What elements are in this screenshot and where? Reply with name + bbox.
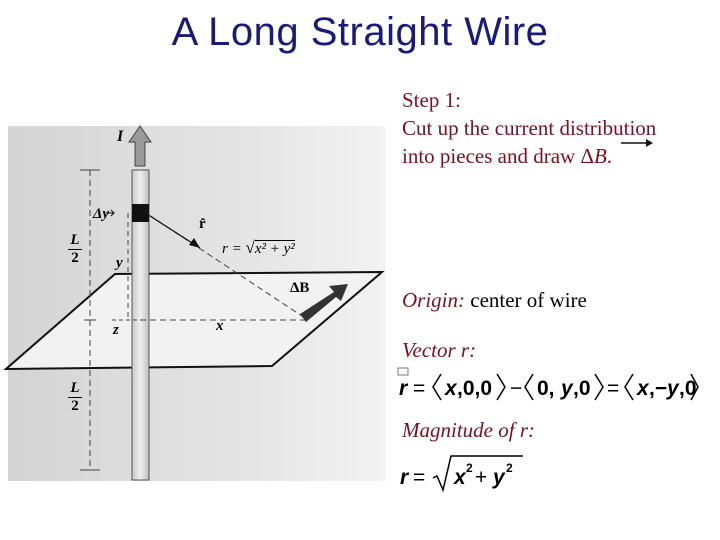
x-label: x	[216, 318, 224, 334]
svg-text:,0: ,0	[573, 377, 591, 400]
svg-text:x: x	[444, 377, 458, 400]
svg-text:r: r	[400, 466, 410, 489]
origin-line: Origin: center of wire	[402, 288, 587, 312]
svg-text:=: =	[413, 466, 425, 489]
magnitude-r-label: Magnitude of r:	[402, 418, 535, 442]
current-label: I	[117, 128, 124, 145]
svg-text:r: r	[399, 377, 409, 400]
svg-text:y: y	[666, 377, 680, 400]
step-line-2: into pieces and draw ΔB.	[402, 139, 717, 170]
svg-text:2: 2	[506, 461, 513, 475]
svg-text:=: =	[413, 377, 425, 400]
b-vector: B	[593, 144, 607, 168]
b-vector-arrow	[621, 139, 653, 147]
svg-text:2: 2	[466, 461, 473, 475]
svg-text:0,: 0,	[537, 377, 555, 400]
svg-text:−: −	[510, 377, 522, 400]
vector-r-equation: r = x ,0,0 − 0, y ,0 = x ,− y ,0	[397, 367, 699, 401]
delta-b-arrow	[300, 284, 348, 322]
step-line-1: Cut up the current distribution	[402, 116, 657, 140]
svg-text:,−: ,−	[649, 377, 667, 400]
wire	[131, 169, 150, 481]
delta-y-label: Δy	[93, 206, 110, 222]
delta-b-label: ΔB	[290, 280, 310, 296]
svg-text:x: x	[453, 466, 467, 489]
svg-text:y: y	[492, 466, 506, 489]
half-length-top: L 2	[68, 232, 82, 267]
svg-text:y: y	[560, 377, 574, 400]
z-label: z	[113, 322, 119, 338]
slide-title: A Long Straight Wire	[171, 10, 549, 54]
current-arrow	[128, 125, 152, 167]
vector-r-label: Vector r:	[402, 338, 477, 362]
svg-text:,0,0: ,0,0	[457, 377, 492, 400]
svg-text:=: =	[607, 377, 619, 400]
svg-text:,0: ,0	[679, 377, 697, 400]
step-text: Step 1: Cut up the current distribution …	[402, 86, 717, 170]
half-length-bottom: L 2	[68, 380, 82, 415]
step-heading: Step 1:	[402, 88, 461, 112]
svg-text:+: +	[475, 466, 487, 489]
wire-diagram	[3, 125, 385, 481]
r-hat-label: r̂	[199, 216, 206, 232]
r-equation-label: r = √x² + y²	[222, 238, 295, 257]
svg-text:x: x	[636, 377, 650, 400]
magnitude-r-equation: r = x 2 + y 2	[400, 455, 523, 493]
y-label: y	[116, 255, 123, 271]
wire-piece	[132, 204, 149, 222]
